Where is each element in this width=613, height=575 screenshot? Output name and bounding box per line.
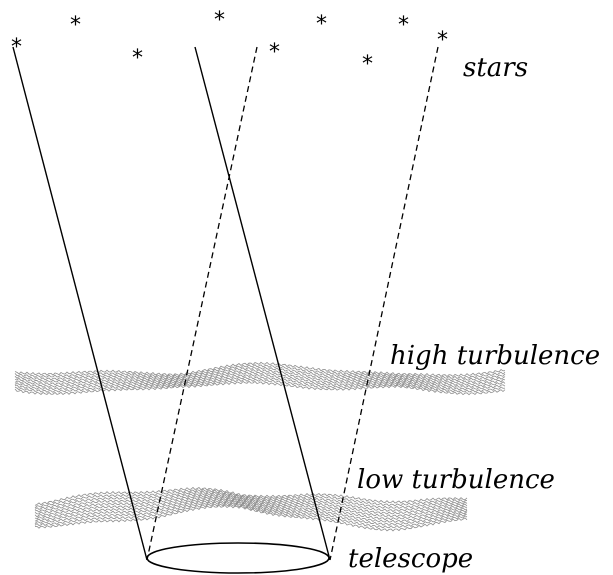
- label-telescope: telescope: [348, 544, 473, 574]
- turbulence-wave-line: [34, 503, 468, 529]
- low-turbulence-layer: [34, 486, 468, 532]
- telescope-aperture: [146, 542, 330, 574]
- turbulence-wave-line: [34, 501, 468, 526]
- star: *: [214, 8, 225, 33]
- turbulence-wave-line: [14, 376, 506, 391]
- label-low-turbulence: low turbulence: [357, 465, 555, 495]
- solid-ray-left: [12, 46, 148, 561]
- star: *: [70, 13, 81, 38]
- star: *: [269, 40, 280, 65]
- star: *: [132, 46, 143, 71]
- turbulence-wave-line: [14, 371, 506, 387]
- star: *: [11, 35, 22, 60]
- turbulence-wave-line: [34, 488, 468, 509]
- dashed-ray-right: [329, 46, 439, 561]
- turbulence-wave-line: [14, 380, 506, 396]
- turbulence-wave-line: [34, 499, 468, 523]
- turbulence-wave-line: [34, 498, 468, 521]
- light-rays: [12, 46, 439, 561]
- turbulence-wave-line: [34, 490, 468, 510]
- turbulence-wave-line: [34, 504, 468, 532]
- star: *: [398, 13, 409, 38]
- star: *: [437, 28, 448, 53]
- star-field: * * * * * * * * *: [11, 8, 448, 77]
- label-stars: stars: [463, 53, 528, 83]
- turbulence-wave-line: [14, 378, 506, 393]
- turbulence-wave-line: [14, 364, 506, 380]
- star: *: [362, 52, 373, 77]
- turbulence-wave-line: [34, 494, 468, 515]
- turbulence-wave-line: [34, 496, 468, 518]
- dashed-ray-left: [146, 46, 258, 561]
- turbulence-wave-line: [14, 368, 506, 384]
- turbulence-wave-line: [14, 373, 506, 388]
- solid-ray-right: [194, 46, 331, 561]
- turbulence-wave-line: [14, 361, 506, 378]
- star: *: [316, 12, 327, 37]
- label-high-turbulence: high turbulence: [390, 341, 600, 371]
- high-turbulence-layer: [14, 361, 506, 396]
- turbulence-wave-line: [14, 366, 506, 382]
- turbulence-wave-line: [34, 486, 468, 506]
